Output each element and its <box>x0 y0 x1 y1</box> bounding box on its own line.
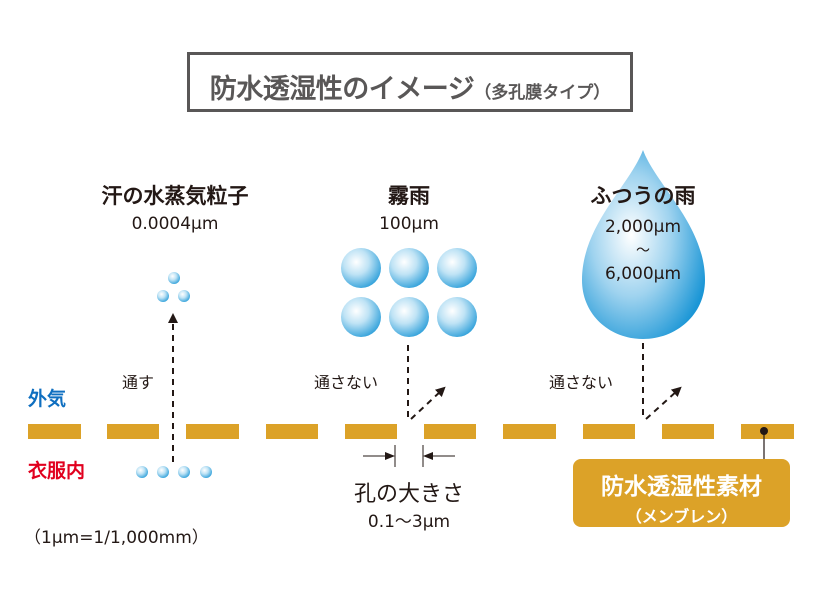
diagram-title: 防水透湿性のイメージ（多孔膜タイプ） <box>190 67 630 106</box>
mist-size: 100μm <box>379 214 439 234</box>
title-main: 防水透湿性のイメージ <box>209 74 475 105</box>
outside-label: 外気 <box>28 388 67 410</box>
membrane-pointer <box>760 427 768 459</box>
inside-label: 衣服内 <box>28 460 86 482</box>
vapor-particles-inside <box>136 466 212 478</box>
rain-passage: 通さない <box>549 373 614 392</box>
unit-footnote: （1μm=1/1,000mm） <box>24 528 209 548</box>
mist-reflect-arrow <box>407 345 446 420</box>
mist-label: 霧雨 <box>388 184 430 208</box>
rain-size-to: 6,000μm <box>604 264 682 284</box>
pore-size-marker <box>363 445 455 467</box>
mist-droplets <box>341 248 477 337</box>
rain-label: ふつうの雨 <box>590 184 696 208</box>
pore-size-value: 0.1～3μm <box>367 512 451 532</box>
raindrop-icon <box>582 150 705 339</box>
membrane <box>28 424 794 439</box>
mist-passage: 通さない <box>314 373 379 392</box>
vapor-label: 汗の水蒸気粒子 <box>101 184 249 208</box>
rain-reflect-arrow <box>642 343 682 420</box>
title-sub: （多孔膜タイプ） <box>474 83 611 103</box>
vapor-size: 0.0004μm <box>131 214 219 234</box>
vapor-particles-outside <box>157 272 190 302</box>
rain-size-from: 2,000μm <box>604 217 682 237</box>
membrane-label-main: 防水透湿性素材 <box>601 474 762 500</box>
membrane-label-box: 防水透湿性素材 （メンブレン） <box>573 459 790 527</box>
pore-size-label: 孔の大きさ <box>353 482 464 507</box>
membrane-label-sub: （メンブレン） <box>625 507 738 526</box>
title-box: 防水透湿性のイメージ（多孔膜タイプ） <box>187 52 633 112</box>
rain-size-sep: ～ <box>636 243 650 259</box>
vapor-passage: 通す <box>122 373 155 392</box>
